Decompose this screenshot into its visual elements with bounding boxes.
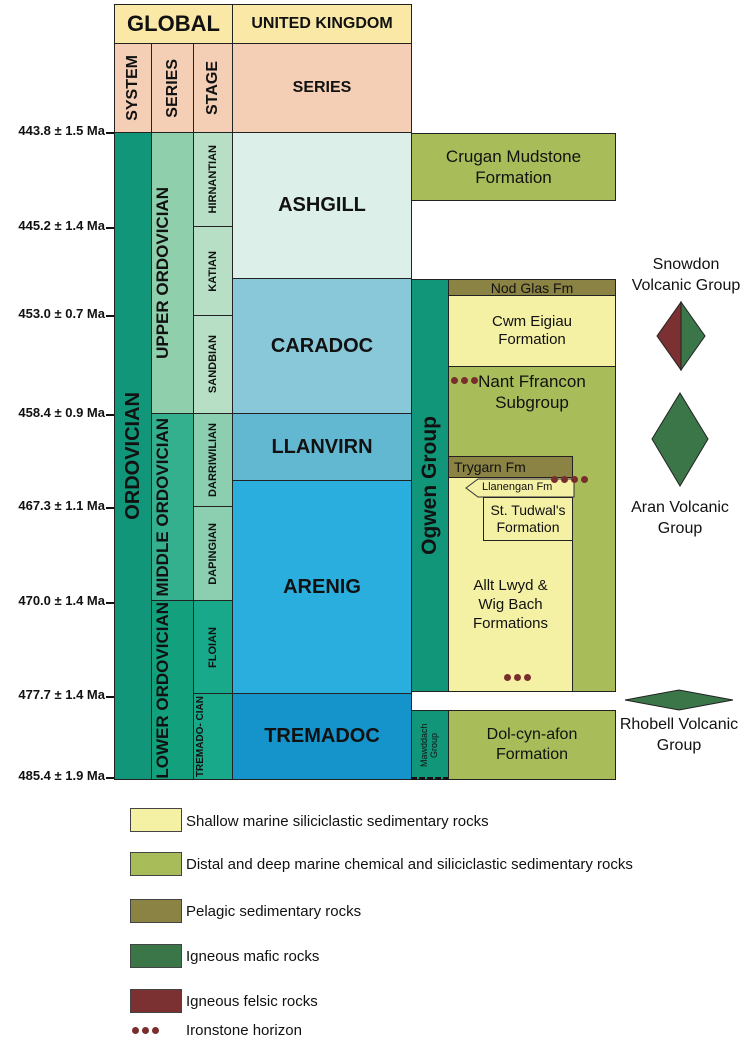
- column-system-header: SYSTEM: [114, 43, 152, 133]
- uk-series-tremadoc: TREMADOC: [232, 693, 412, 780]
- column-series-header: SERIES: [151, 43, 194, 133]
- system-ordovician: ORDOVICIAN: [114, 132, 152, 780]
- legend-swatch-deep-marine: [130, 852, 182, 876]
- age-tick: [106, 507, 114, 509]
- uk-series-ashgill: ASHGILL: [232, 132, 412, 279]
- age-tick: [106, 777, 114, 779]
- rhobell-volcanic-label: Rhobell Volcanic Group: [619, 716, 739, 754]
- series-upper-ordovician: UPPER ORDOVICIAN: [151, 132, 194, 414]
- age-tick: [106, 602, 114, 604]
- age-label: 445.2 ± 1.4 Ma: [18, 218, 105, 233]
- age-label: 467.3 ± 1.1 Ma: [18, 498, 105, 513]
- snowdon-volcanic-diamond: [656, 301, 706, 371]
- stage-dapingian: DAPINGIAN: [193, 506, 233, 601]
- header-global: GLOBAL: [114, 4, 233, 44]
- age-label: 443.8 ± 1.5 Ma: [18, 123, 105, 138]
- series-middle-ordovician: MIDDLE ORDOVICIAN: [151, 413, 194, 601]
- legend-label-shallow-marine: Shallow marine siliciclastic sedimentary…: [186, 813, 489, 830]
- age-tick: [106, 132, 114, 134]
- age-label: 485.4 ± 1.9 Ma: [18, 768, 105, 783]
- legend-swatch-igneous-felsic: [130, 989, 182, 1013]
- legend-label-igneous-mafic: Igneous mafic rocks: [186, 948, 320, 965]
- series-lower-ordovician: LOWER ORDOVICIAN: [151, 600, 194, 780]
- formation-llanengan-label: Llanengan Fm: [482, 481, 553, 493]
- uk-series-llanvirn: LLANVIRN: [232, 413, 412, 481]
- age-tick: [106, 696, 114, 698]
- column-uk-series-header: SERIES: [232, 43, 412, 133]
- stage-floian: FLOIAN: [193, 600, 233, 694]
- aran-volcanic-label: Aran Volcanic Group: [631, 499, 729, 537]
- header-united-kingdom: UNITED KINGDOM: [232, 4, 412, 44]
- rhobell-volcanic-diamond: [624, 689, 734, 711]
- column-stage-header: STAGE: [193, 43, 233, 133]
- mawddach-dashed-base: [411, 777, 449, 780]
- formation-llanengan-wedge: [465, 478, 575, 498]
- formation-mawddach-group: Mawddach Group: [411, 710, 449, 780]
- legend-ironstone-dots: [132, 1027, 159, 1034]
- formation-dol-cyn-afon: Dol-cyn-afon Formation: [448, 710, 616, 780]
- age-label: 453.0 ± 0.7 Ma: [18, 306, 105, 321]
- formation-trygarn: Trygarn Fm: [448, 456, 573, 478]
- snowdon-volcanic-label: Snowdon Volcanic Group: [631, 256, 741, 294]
- ironstone-dots: [504, 674, 531, 681]
- nant-ffrancon-label: Nant Ffrancon Subgroup: [478, 372, 586, 412]
- age-label: 477.7 ± 1.4 Ma: [18, 687, 105, 702]
- age-tick: [106, 227, 114, 229]
- age-label: 470.0 ± 1.4 Ma: [18, 593, 105, 608]
- legend-label-ironstone: Ironstone horizon: [186, 1022, 302, 1039]
- uk-series-arenig: ARENIG: [232, 480, 412, 694]
- ironstone-dots: [451, 377, 478, 384]
- stage-tremadocian: TREMADO- CIAN: [193, 693, 233, 780]
- formation-crugan-mudstone: Crugan Mudstone Formation: [411, 133, 616, 201]
- stage-hirnantian: HIRNANTIAN: [193, 132, 233, 227]
- legend-label-igneous-felsic: Igneous felsic rocks: [186, 993, 318, 1010]
- formation-ogwen-group: Ogwen Group: [411, 279, 449, 692]
- legend-label-pelagic: Pelagic sedimentary rocks: [186, 903, 362, 920]
- legend-label-deep-marine: Distal and deep marine chemical and sili…: [186, 856, 633, 873]
- stage-sandbian: SANDBIAN: [193, 315, 233, 414]
- legend-swatch-pelagic: [130, 899, 182, 923]
- uk-series-caradoc: CARADOC: [232, 278, 412, 414]
- age-tick: [106, 414, 114, 416]
- aran-volcanic-diamond: [651, 392, 709, 487]
- age-tick: [106, 315, 114, 317]
- stage-katian: KATIAN: [193, 226, 233, 316]
- stage-darriwilian: DARRIWILIAN: [193, 413, 233, 507]
- legend-swatch-shallow-marine: [130, 808, 182, 832]
- formation-cwm-eigiau: Cwm Eigiau Formation: [448, 295, 616, 367]
- formation-nod-glas: Nod Glas Fm: [448, 279, 616, 296]
- ironstone-dots: [551, 476, 588, 483]
- age-label: 458.4 ± 0.9 Ma: [18, 405, 105, 420]
- legend-swatch-igneous-mafic: [130, 944, 182, 968]
- formation-st-tudwals: St. Tudwal's Formation: [483, 497, 573, 541]
